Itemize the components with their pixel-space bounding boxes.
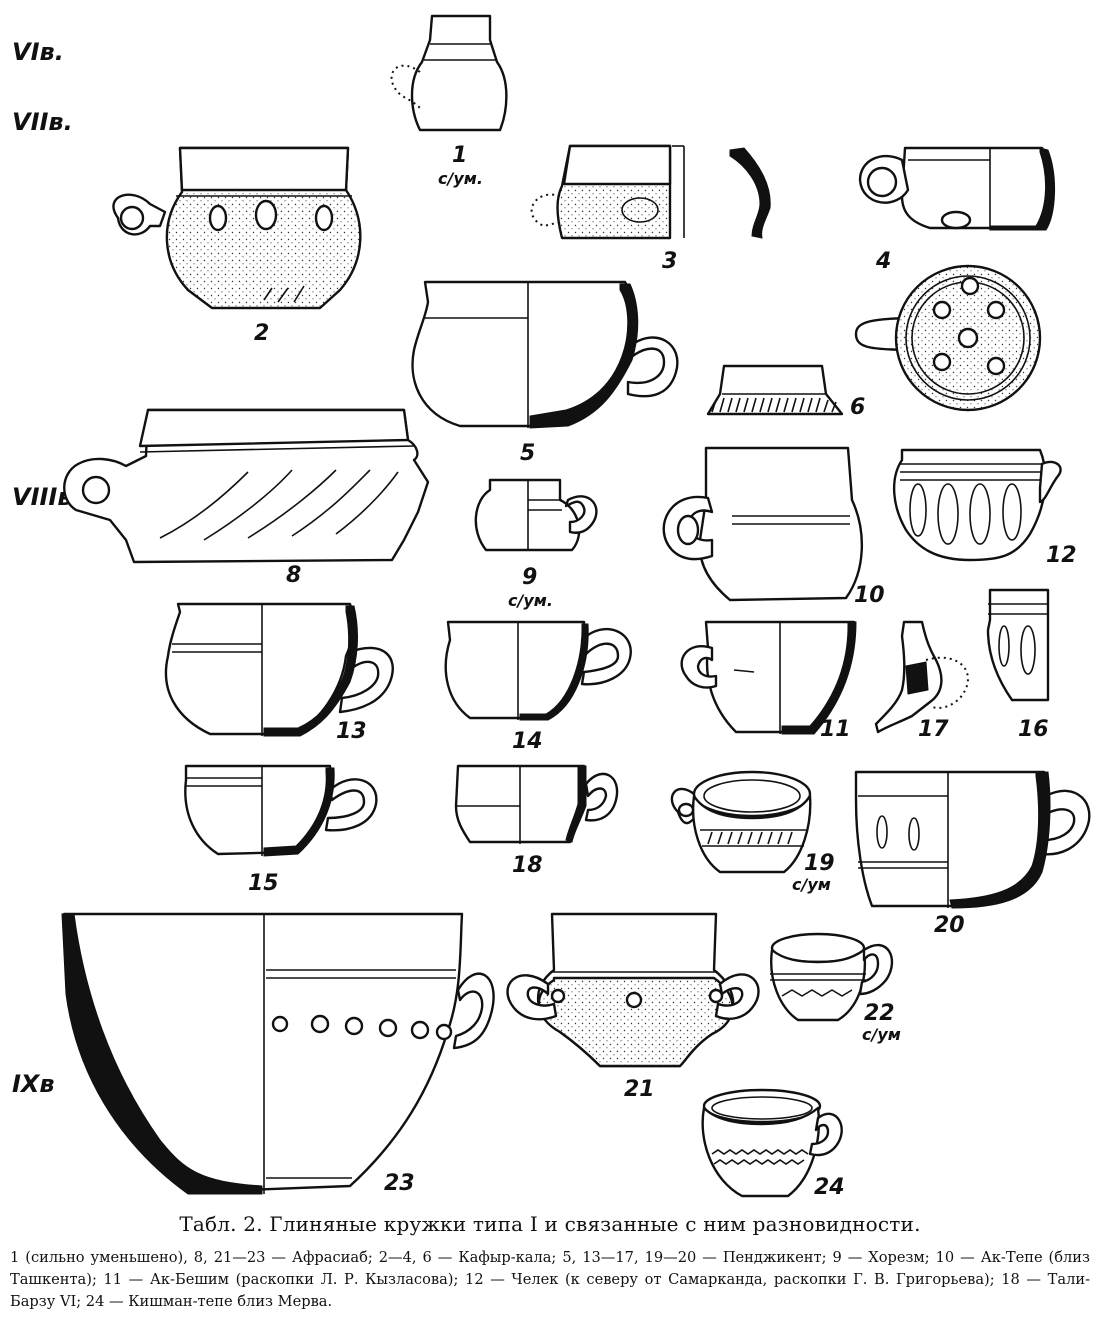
figure-label-24: 24 xyxy=(814,1175,845,1200)
vessel-8: 8 xyxy=(63,408,430,588)
figure-label-12: 12 xyxy=(1046,543,1077,568)
vessel-20: 20 xyxy=(854,770,1091,938)
vessel-9: 9 с/ум. xyxy=(474,478,598,610)
figure-label-20: 20 xyxy=(934,913,965,938)
figure-label-19: 19 xyxy=(804,851,835,876)
vessel-21: 21 xyxy=(506,912,760,1102)
pottery-plate: VIв. VIIв. VIIIв. IXв 1 с/ум. 2 3 xyxy=(12,14,1091,1200)
vessel-22: 22 с/ум xyxy=(770,932,901,1044)
figure-note-1: с/ум. xyxy=(438,169,483,188)
figure-label-18: 18 xyxy=(512,853,543,878)
figure-note-19: с/ум xyxy=(792,875,831,894)
figure-label-5: 5 xyxy=(520,441,535,466)
figure-label-11: 11 xyxy=(820,717,851,742)
figure-label-23: 23 xyxy=(384,1171,415,1196)
vessel-24-band xyxy=(711,1149,809,1165)
figure-label-22: 22 xyxy=(864,1001,895,1026)
figure-label-13: 13 xyxy=(336,719,367,744)
vessel-16: 16 xyxy=(986,588,1050,742)
figure-label-2: 2 xyxy=(254,321,269,346)
plate-legend-text: 1 (сильно уменьшено), 8, 21—23 — Афрасиа… xyxy=(10,1249,1090,1310)
vessel-14: 14 xyxy=(444,620,632,754)
vessel-19: 19 с/ум xyxy=(670,770,835,894)
figure-label-8: 8 xyxy=(286,563,301,588)
figure-note-9: с/ум. xyxy=(508,591,553,610)
figure-label-1: 1 xyxy=(452,143,467,168)
vessel-5: 5 xyxy=(411,280,679,466)
figure-label-16: 16 xyxy=(1018,717,1049,742)
plate-legend: 1 (сильно уменьшено), 8, 21—23 — Афрасиа… xyxy=(10,1247,1090,1313)
vessel-2: 2 xyxy=(112,146,362,346)
vessel-7 xyxy=(854,264,1042,412)
vessel-19-band xyxy=(707,831,793,845)
plate-title: Табл. 2. Глиняные кружки типа I и связан… xyxy=(179,1212,921,1236)
vessel-13: 13 xyxy=(164,602,394,744)
vessel-15: 15 xyxy=(184,764,378,896)
vessel-18: 18 xyxy=(454,764,619,878)
century-label-9: IXв xyxy=(12,1070,55,1098)
figure-label-14: 14 xyxy=(512,729,543,754)
figure-label-4: 4 xyxy=(875,249,891,274)
figure-label-21: 21 xyxy=(624,1077,655,1102)
vessel-12: 12 xyxy=(892,448,1077,568)
figure-label-6: 6 xyxy=(850,395,865,420)
vessel-24: 24 xyxy=(701,1088,845,1200)
figure-label-3: 3 xyxy=(662,249,677,274)
century-label-6: VIв. xyxy=(12,38,64,66)
vessel-23: 23 xyxy=(61,912,495,1196)
figure-label-17: 17 xyxy=(918,717,949,742)
figure-note-22: с/ум xyxy=(862,1025,901,1044)
vessel-6: 6 xyxy=(706,364,865,420)
century-label-7: VIIв. xyxy=(12,108,73,136)
vessel-17: 17 xyxy=(874,620,969,742)
vessel-11: 11 xyxy=(680,620,857,742)
vessel-4: 4 xyxy=(858,146,1055,274)
vessel-3: 3 xyxy=(530,144,771,274)
figure-label-9: 9 xyxy=(522,565,537,590)
figure-label-10: 10 xyxy=(854,583,885,608)
figure-label-15: 15 xyxy=(248,871,279,896)
vessel-6-ribbing xyxy=(711,397,837,413)
vessel-1: 1 с/ум. xyxy=(390,14,508,188)
vessel-10: 10 xyxy=(662,446,885,608)
